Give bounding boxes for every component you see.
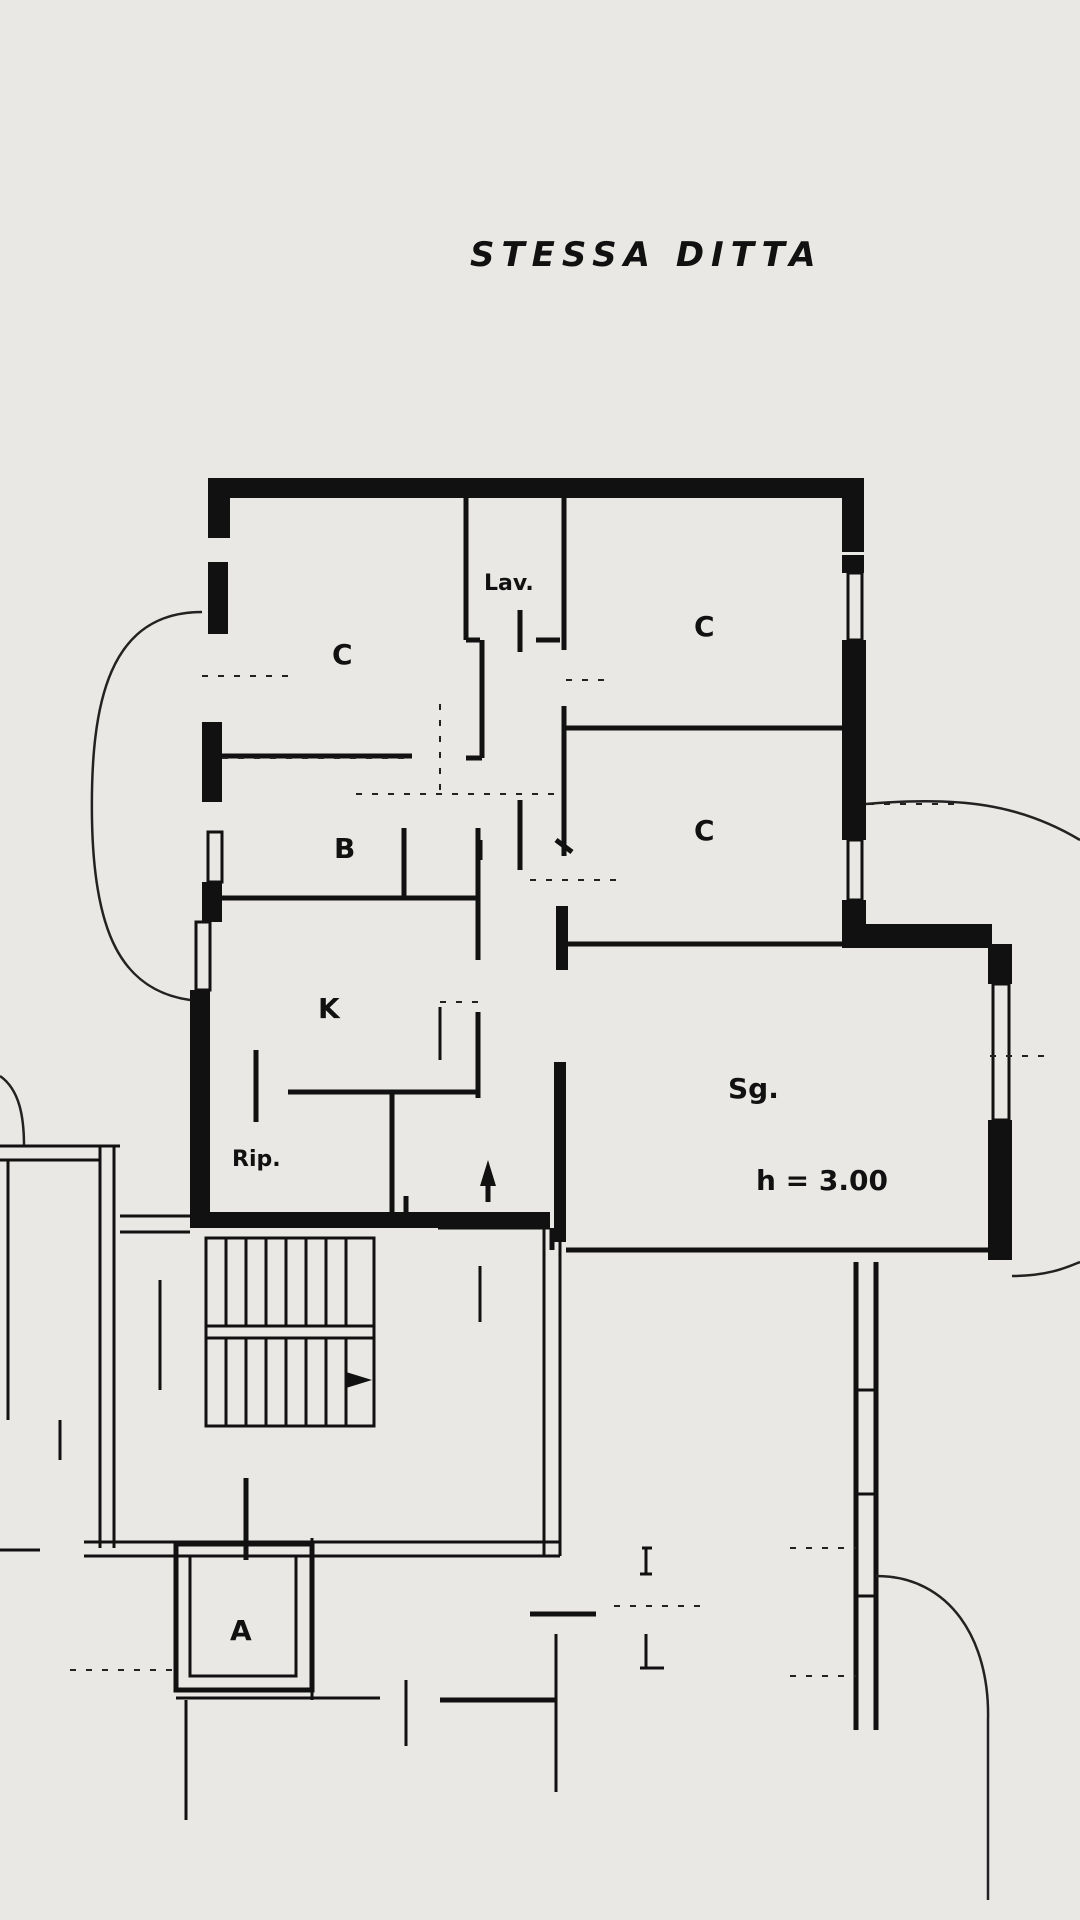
door-marks bbox=[253, 610, 574, 1322]
door-openings bbox=[202, 675, 1046, 1057]
room-label-bedroom-mid-right: C bbox=[694, 814, 715, 847]
staircase bbox=[204, 1236, 376, 1428]
windows bbox=[194, 571, 1011, 1122]
outer-walls bbox=[190, 478, 1012, 1260]
room-label-elevator: A bbox=[230, 1614, 252, 1647]
room-label-kitchen: K bbox=[318, 992, 341, 1025]
room-label-bathroom: B bbox=[334, 832, 355, 865]
room-label-living-room: Sg. bbox=[728, 1072, 779, 1105]
elevator-shaft bbox=[173, 1478, 380, 1820]
plan-title: STESSA DITTA bbox=[470, 235, 823, 275]
interior-walls bbox=[222, 498, 990, 1730]
corridor-marks bbox=[70, 1388, 876, 1792]
ceiling-height-note: h = 3.00 bbox=[756, 1164, 888, 1197]
room-label-bedroom-top-right: C bbox=[694, 610, 715, 643]
room-label-bedroom-top-left: C bbox=[332, 638, 353, 671]
room-label-laundry: Lav. bbox=[484, 571, 534, 596]
balcony-outlines bbox=[0, 610, 1080, 1900]
landing-structure bbox=[0, 1144, 562, 1558]
entrance-arrow-icon bbox=[480, 1160, 496, 1186]
room-label-storage: Rip. bbox=[232, 1147, 281, 1172]
